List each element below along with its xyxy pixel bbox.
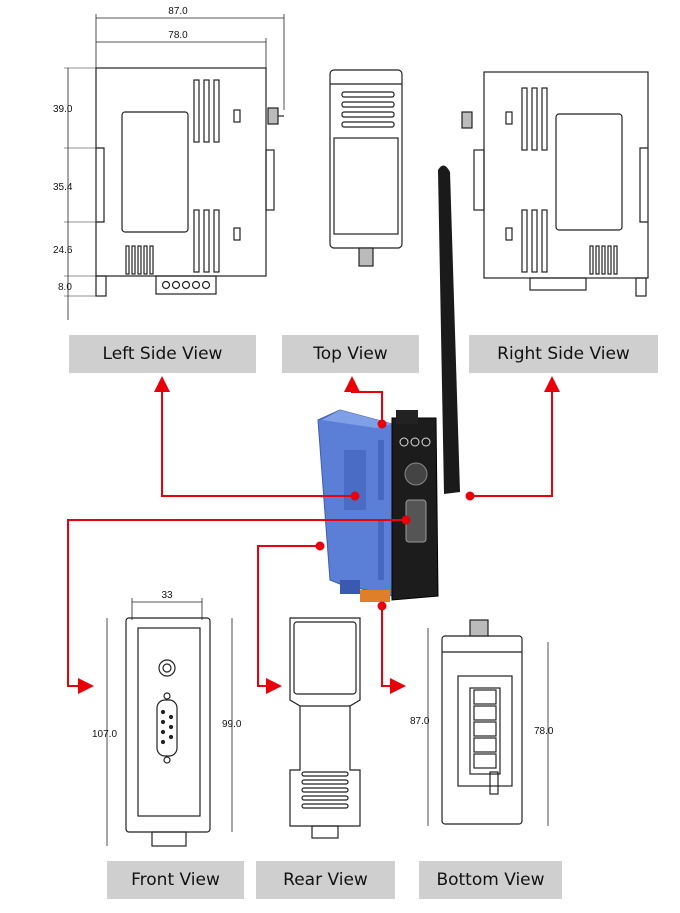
dim-left-h2: 35.4 xyxy=(53,182,73,193)
rear-view-label: Rear View xyxy=(256,861,395,899)
dim-front-width: 33 xyxy=(161,590,173,601)
dim-front-height-inner: 99.0 xyxy=(222,719,242,730)
bottom-view-drawing xyxy=(427,619,549,826)
dim-left-h1: 39.0 xyxy=(53,104,73,115)
dim-bottom-left: 87.0 xyxy=(410,716,430,727)
dim-front-height-outer: 107.0 xyxy=(92,729,117,740)
top-view-drawing xyxy=(329,69,403,267)
dim-left-width-total: 87.0 xyxy=(168,6,188,17)
dim-bottom-right: 78.0 xyxy=(534,726,554,737)
rear-view-drawing xyxy=(289,617,361,839)
front-view-label: Front View xyxy=(107,861,244,899)
top-view-label: Top View xyxy=(282,335,419,373)
front-view-drawing xyxy=(106,598,233,847)
right-side-view-label: Right Side View xyxy=(469,335,658,373)
left-side-view-label: Left Side View xyxy=(69,335,256,373)
bottom-view-label: Bottom View xyxy=(419,861,562,899)
callout-arrows xyxy=(67,376,560,694)
right-side-view-drawing xyxy=(461,71,649,297)
dim-left-h4: 8.0 xyxy=(58,282,72,293)
antenna xyxy=(438,165,460,495)
left-side-view-drawing xyxy=(64,14,285,320)
dim-left-width-body: 78.0 xyxy=(168,30,188,41)
device-photo xyxy=(317,165,460,602)
dim-left-h3: 24.6 xyxy=(53,245,73,256)
